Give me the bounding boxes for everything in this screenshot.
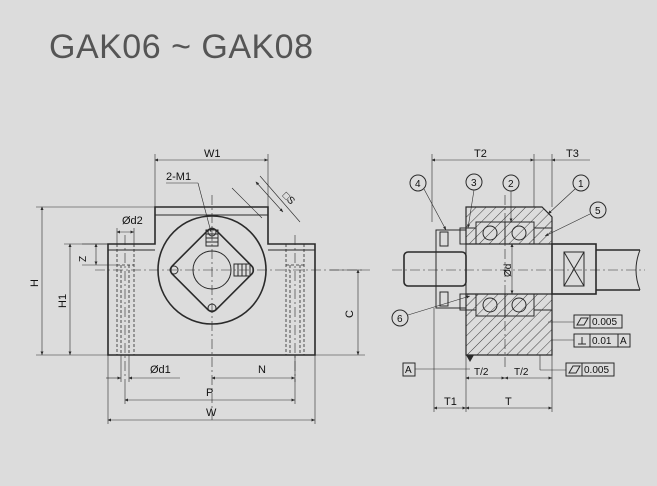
label-c: C [344,310,356,318]
datum-a: A [402,355,474,377]
label-t3: T3 [566,148,579,160]
label-t-half-left: T/2 [474,367,489,378]
label-t-half-right: T/2 [514,367,529,378]
bore-circle [192,250,232,290]
balloon-1: 1 [547,174,590,215]
svg-text:1: 1 [578,179,584,190]
tolerance-flatness-2: 0.005 [539,355,615,377]
label-z: Z [78,256,89,262]
balloon-2: 2 [502,174,520,222]
svg-text:6: 6 [397,314,403,325]
housing-section-bottom [465,293,553,356]
balloon-6: 6 [391,295,471,327]
label-n: N [258,364,266,376]
diagram-title: GAK06 ~ GAK08 [49,28,314,66]
svg-text:0.005: 0.005 [592,317,617,328]
shaft-right [551,243,597,295]
tolerance-perpendicularity: 0.01 A [552,333,631,348]
label-t2: T2 [474,148,487,160]
svg-text:4: 4 [415,179,421,190]
svg-text:0.005: 0.005 [584,365,609,376]
label-d: Ød [503,264,514,277]
label-h: H [29,279,41,287]
label-p: P [206,387,213,399]
label-d1: Ød1 [150,364,171,376]
front-view: W1 2-M1 □S Ød2 Z H H1 C [29,148,370,424]
balloon-3: 3 [465,173,483,229]
side-view: Ød T2 T3 4 3 2 1 [391,148,645,412]
label-s: □S [280,190,297,207]
label-h1: H1 [57,294,69,308]
svg-text:A: A [405,365,412,376]
flange-circle [157,215,267,325]
label-t1: T1 [444,396,457,408]
svg-text:2: 2 [508,179,514,190]
label-w: W [206,407,217,419]
svg-text:A: A [620,336,627,347]
housing-section-top [465,206,553,245]
svg-text:3: 3 [471,178,477,189]
square-nut [169,227,255,313]
label-d2: Ød2 [122,215,143,227]
label-w1: W1 [204,148,221,160]
shaft-left [403,251,467,287]
label-t: T [505,396,512,408]
tolerance-flatness-1: 0.005 [548,314,623,329]
label-m1: 2-M1 [166,171,191,183]
balloon-5: 5 [544,201,607,237]
svg-text:0.01: 0.01 [592,336,612,347]
balloon-4: 4 [409,174,447,231]
svg-text:5: 5 [595,206,601,217]
